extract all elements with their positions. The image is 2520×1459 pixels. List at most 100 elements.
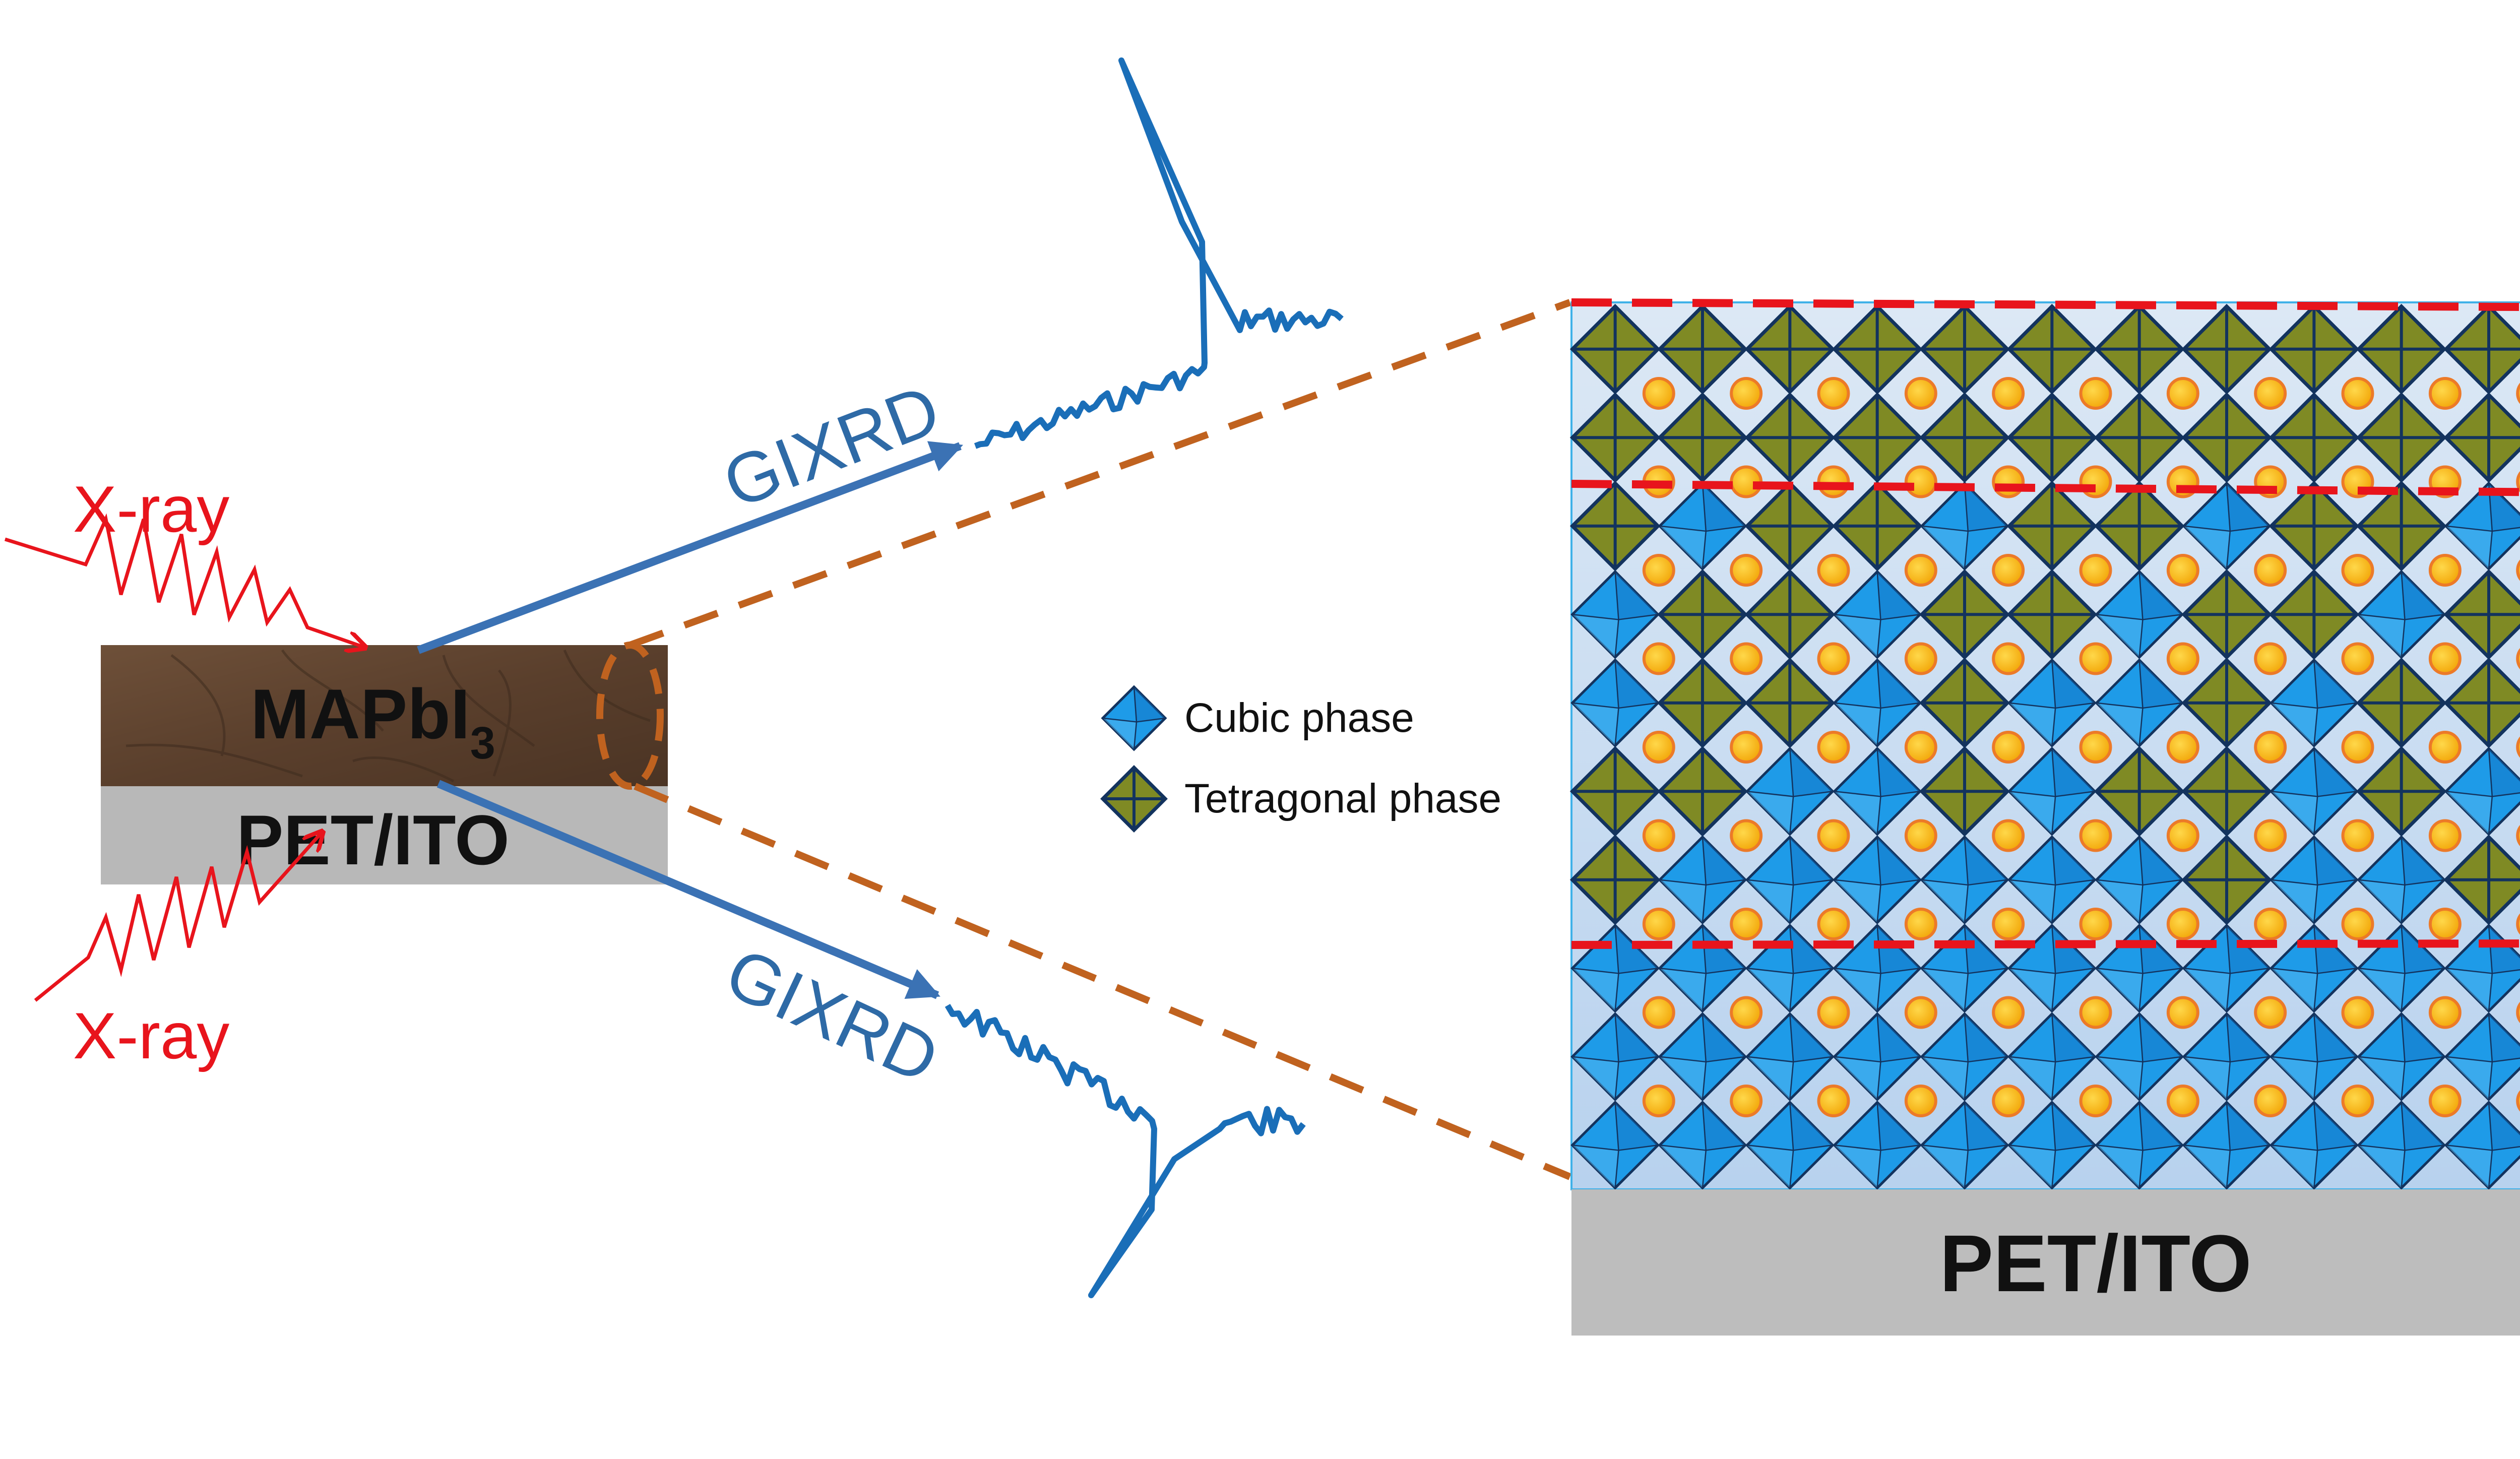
octahedron-facet (2009, 703, 2056, 746)
octahedron-facet (1922, 1145, 1968, 1188)
cubic-octahedron (2444, 746, 2520, 836)
octahedron-edge (2401, 1102, 2406, 1151)
cation-site (2079, 642, 2112, 675)
tetragonal-octahedron (1919, 569, 2010, 660)
cation-site (1642, 377, 1675, 410)
cation-site (1904, 377, 1937, 410)
octahedron-edge (1880, 1056, 1920, 1063)
octahedron-edge (1618, 1056, 1658, 1063)
octahedron-edge (2271, 702, 2318, 709)
octahedron-edge (2401, 1013, 2406, 1062)
octahedron-edge (2009, 1145, 2056, 1151)
octahedron-edge (2055, 968, 2095, 974)
cation-site (1992, 377, 2025, 410)
octahedron-edge (1789, 925, 1794, 974)
octahedron-edge (2009, 1056, 2056, 1063)
octahedron-facet (2271, 703, 2318, 746)
octahedron-edge (1921, 968, 1968, 974)
cation-site (1730, 731, 1763, 764)
tetragonal-octahedron (2181, 392, 2272, 483)
octahedron-edge (1876, 619, 1881, 658)
octahedron-edge (1702, 973, 1707, 1011)
tetragonal-octahedron (2006, 303, 2098, 395)
octahedron-edge (1659, 1145, 1706, 1151)
octahedron-edge (1614, 973, 1619, 1011)
octahedron-edge (2226, 1061, 2231, 1100)
octahedron-edge (1789, 973, 1794, 1011)
octahedron-edge (1572, 614, 1619, 620)
cation-site (2341, 377, 2374, 410)
cation-site (2166, 642, 2199, 675)
octahedron-edge (2401, 925, 2406, 974)
octahedron-edge (2051, 1061, 2056, 1100)
octahedron-edge (1133, 722, 1138, 750)
octahedron-edge (2051, 1013, 2056, 1062)
octahedron-facet (1660, 1145, 1706, 1188)
cation-site (1992, 1085, 2025, 1117)
octahedron-facet (1922, 1056, 1968, 1100)
octahedron-facet (1572, 968, 1619, 1011)
octahedron-facet (2096, 703, 2143, 746)
tetragonal-octahedron (1569, 392, 1661, 483)
octahedron-edge (2445, 791, 2492, 797)
tetragonal-octahedron (1832, 303, 1923, 395)
octahedron-edge (2143, 614, 2182, 620)
octahedron-edge (2183, 1056, 2230, 1063)
octahedron-edge (1921, 1056, 1968, 1063)
octahedron-edge (2096, 1145, 2143, 1151)
octahedron-edge (2445, 525, 2492, 532)
octahedron-edge (2445, 1145, 2492, 1151)
octahedron-facet (2184, 1145, 2230, 1188)
cubic-octahedron (1833, 569, 1922, 659)
tetragonal-octahedron (1657, 657, 1748, 748)
octahedron-edge (1876, 884, 1881, 923)
octahedron-facet (2139, 660, 2182, 708)
cubic-octahedron (2007, 835, 2097, 925)
cation-site (2079, 1085, 2112, 1117)
cubic-octahedron (2182, 1012, 2272, 1102)
cation-site (2428, 554, 2462, 587)
boundary-top (1571, 298, 2520, 311)
octahedron-facet (2314, 660, 2357, 708)
cation-site (2428, 377, 2462, 410)
octahedron-edge (2401, 837, 2406, 885)
tetragonal-octahedron (1919, 392, 2010, 483)
octahedron-edge (2313, 973, 2318, 1011)
octahedron-edge (2138, 884, 2144, 923)
octahedron-edge (1964, 1061, 1969, 1100)
cation-site (2516, 913, 2520, 935)
octahedron-edge (2096, 614, 2143, 620)
octahedron-edge (2230, 525, 2270, 532)
gixrd-patterns (944, 57, 1344, 1298)
cation-site (2166, 819, 2199, 852)
cubic-octahedron (2095, 569, 2184, 659)
octahedron-facet (1834, 1145, 1881, 1188)
cation-site (1904, 465, 1937, 498)
octahedron-edge (2492, 1146, 2520, 1151)
tetragonal-octahedron (1744, 303, 1836, 395)
octahedron-facet (1965, 1013, 2007, 1062)
octahedron-edge (1572, 1145, 1619, 1151)
octahedron-facet (2358, 1145, 2405, 1188)
octahedron-facet (2489, 925, 2520, 974)
tetragonal-octahedron (2269, 569, 2360, 660)
tetragonal-octahedron (2443, 834, 2520, 925)
cubic-octahedron (1745, 835, 1835, 925)
octahedron-facet (2271, 1145, 2318, 1188)
octahedron-edge (1876, 796, 1881, 835)
octahedron-edge (1747, 879, 1794, 886)
octahedron-edge (2405, 1145, 2444, 1151)
octahedron-edge (1618, 968, 1658, 974)
tetragonal-octahedron (2269, 303, 2360, 395)
octahedron-facet (1703, 1013, 1745, 1062)
film-label: MAPbI3 (250, 674, 495, 769)
octahedron-facet (2314, 837, 2357, 885)
octahedron-edge (2401, 1150, 2406, 1188)
octahedron-facet (1877, 1102, 1920, 1151)
octahedron-edge (2138, 973, 2144, 1011)
octahedron-facet (2271, 968, 2318, 1011)
octahedron-edge (1834, 791, 1881, 797)
cation-site (2079, 996, 2112, 1029)
octahedron-edge (1876, 1150, 1881, 1188)
octahedron-facet (2271, 791, 2318, 835)
